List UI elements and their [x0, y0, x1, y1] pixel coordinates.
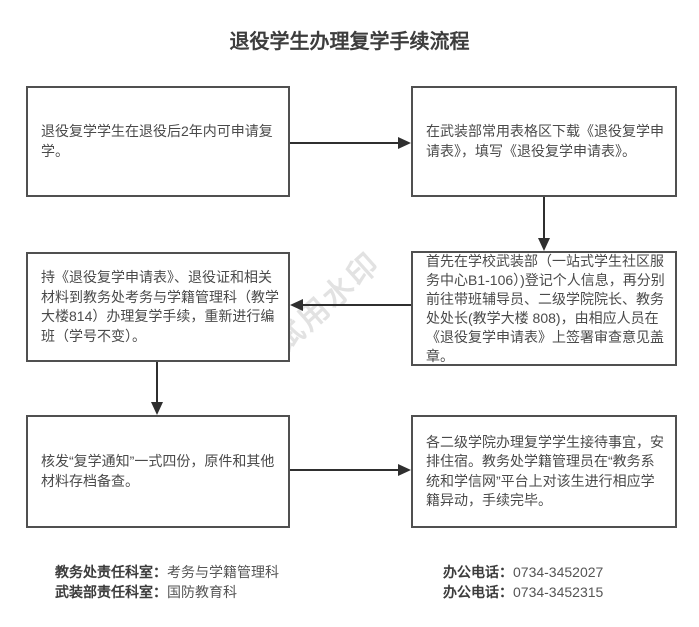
- flow-step-3-text: 首先在学校武装部（一站式学生社区服务中心B1-106）)登记个人信息，再分别前往…: [426, 252, 665, 364]
- flow-step-5-issue-notice: 核发“复学通知”一式四份，原件和其他材料存档备查。: [26, 415, 290, 528]
- flow-step-5-text: 核发“复学通知”一式四份，原件和其他材料存档备查。: [41, 453, 275, 489]
- armed-forces-office-value: 国防教育科: [167, 584, 237, 600]
- phone-1-label: 办公电话：: [443, 564, 513, 580]
- flow-step-1-apply-within-2-years: 退役复学学生在退役后2年内可申请复学。: [26, 86, 290, 197]
- phone-2-number: 0734-3452315: [513, 584, 604, 600]
- academic-office-label: 教务处责任科室：: [55, 564, 167, 580]
- footer-responsible-offices: 教务处责任科室：考务与学籍管理科 武装部责任科室：国防教育科: [55, 562, 279, 602]
- phone-1-number: 0734-3452027: [513, 564, 604, 580]
- armed-forces-office-label: 武装部责任科室：: [55, 584, 167, 600]
- flow-step-1-text: 退役复学学生在退役后2年内可申请复学。: [41, 123, 273, 159]
- flow-step-6-text: 各二级学院办理复学学生接待事宜，安排住宿。教务处学籍管理员在“教务系统和学信网”…: [426, 433, 664, 509]
- page-title: 退役学生办理复学手续流程: [229, 31, 470, 53]
- flow-step-2-download-form: 在武装部常用表格区下载《退役复学申请表》，填写《退役复学申请表》。: [411, 86, 677, 197]
- flow-step-4-text: 持《退役复学申请表》、退役证和相关材料到教务处考务与学籍管理科（教学大楼814）…: [41, 269, 279, 344]
- flow-step-3-register-and-sign: 首先在学校武装部（一站式学生社区服务中心B1-106）)登记个人信息，再分别前往…: [411, 251, 677, 366]
- flow-step-2-text: 在武装部常用表格区下载《退役复学申请表》，填写《退役复学申请表》。: [426, 123, 664, 159]
- footer-line-phone-1: 办公电话：0734-3452027: [443, 562, 603, 582]
- footer-line-armed-forces-office: 武装部责任科室：国防教育科: [55, 582, 279, 602]
- footer-office-phones: 办公电话：0734-3452027 办公电话：0734-3452315: [443, 562, 603, 602]
- flow-step-4-academic-affairs-procedure: 持《退役复学申请表》、退役证和相关材料到教务处考务与学籍管理科（教学大楼814）…: [26, 252, 290, 362]
- flow-step-6-college-reception: 各二级学院办理复学学生接待事宜，安排住宿。教务处学籍管理员在“教务系统和学信网”…: [411, 415, 677, 528]
- footer-line-phone-2: 办公电话：0734-3452315: [443, 582, 603, 602]
- phone-2-label: 办公电话：: [443, 584, 513, 600]
- academic-office-value: 考务与学籍管理科: [167, 564, 279, 580]
- footer-line-academic-office: 教务处责任科室：考务与学籍管理科: [55, 562, 279, 582]
